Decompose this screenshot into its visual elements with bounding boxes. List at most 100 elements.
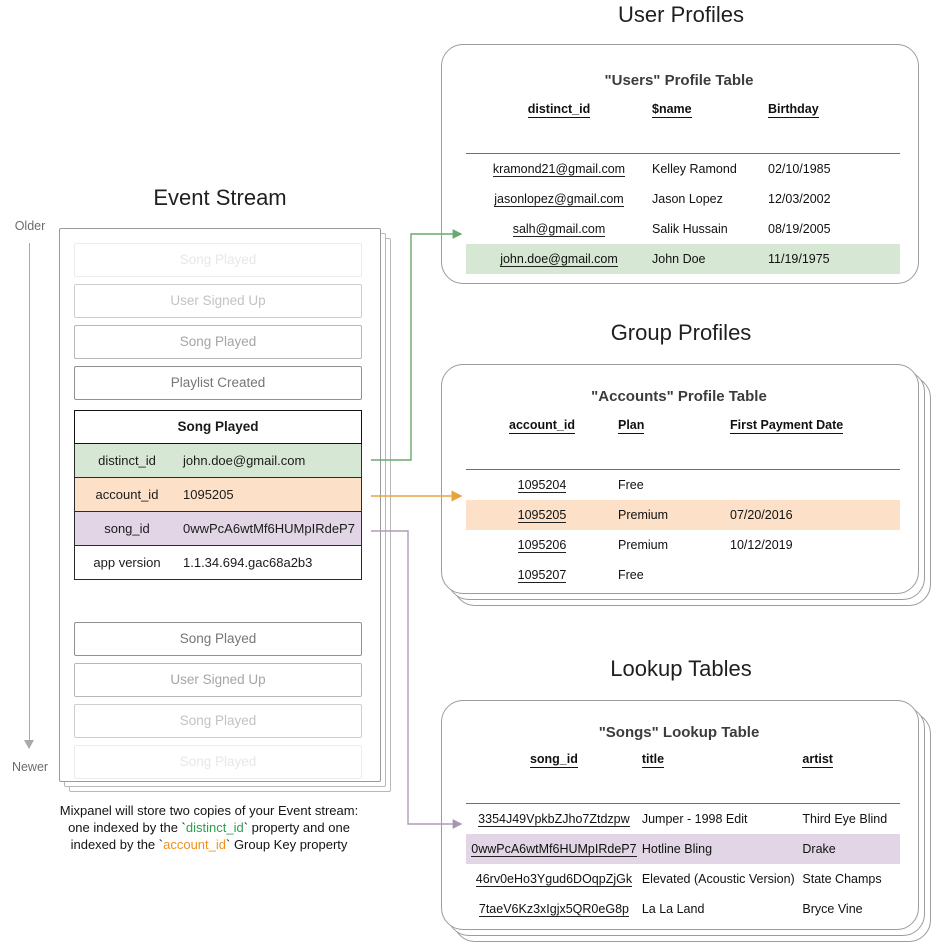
event-row[interactable]: Song Played (74, 704, 362, 738)
event-stream-title: Event Stream (153, 185, 287, 210)
event-row[interactable]: User Signed Up (74, 284, 362, 318)
column-header: song_id (529, 752, 578, 768)
time-axis-arrow-icon (24, 740, 34, 749)
column-header: First Payment Date (730, 418, 844, 434)
table-cell: Jumper - 1998 Edit (641, 812, 748, 826)
table-cell: Kelley Ramond (652, 162, 737, 176)
caption-line-3: indexed by the `account_id` Group Key pr… (24, 836, 394, 853)
table-cell (730, 560, 900, 590)
event-property-value: john.doe@gmail.com (183, 453, 306, 468)
column-header: title (641, 752, 665, 768)
songs-lookup-table: song_id title artist 3354J49VpkbZJho7Ztdzpw… (466, 752, 900, 924)
event-property-value: 1.1.34.694.gac68a2b3 (183, 555, 313, 570)
column-header: Birthday (768, 102, 819, 118)
header-rule (466, 439, 900, 470)
event-row[interactable]: Song Played (74, 243, 362, 277)
event-property-key: distinct_id (98, 453, 156, 468)
table-cell-id: kramond21@gmail.com (492, 162, 626, 177)
caption-distinct-id-key: distinct_id (185, 820, 244, 835)
accounts-table-title: "Accounts" Profile Table (591, 388, 767, 405)
table-cell-id: jasonlopez@gmail.com (494, 192, 624, 207)
table-row[interactable]: 1095207 Free (466, 560, 900, 590)
event-property-key: app version (93, 555, 161, 570)
event-property-row: app version 1.1.34.694.gac68a2b3 (74, 546, 362, 580)
column-header: Plan (618, 418, 645, 434)
axis-label-older: Older (14, 219, 46, 233)
caption-line-1: Mixpanel will store two copies of your E… (59, 803, 359, 818)
accounts-profile-card (441, 364, 919, 594)
column-header: $name (652, 102, 692, 118)
table-cell: Free (618, 568, 644, 582)
table-cell: Free (618, 478, 644, 492)
table-cell-id: 1095204 (517, 478, 567, 493)
lookup-tables-title: Lookup Tables (610, 656, 752, 681)
table-cell: Jason Lopez (652, 192, 723, 206)
column-header: account_id (509, 418, 575, 434)
event-property-value: 0wwPcA6wtMf6HUMpIRdeP7 (183, 521, 355, 536)
event-row[interactable]: User Signed Up (74, 663, 362, 697)
group-profiles-title: Group Profiles (610, 320, 752, 345)
table-row[interactable]: 1095204 Free (466, 470, 900, 501)
table-row[interactable]: 1095206 Premium 10/12/2019 (466, 530, 900, 560)
event-row[interactable]: Playlist Created (74, 366, 362, 400)
caption-line-2: one indexed by the `distinct_id` propert… (24, 819, 394, 836)
table-cell: Salik Hussain (652, 222, 728, 236)
table-row[interactable]: jasonlopez@gmail.com Jason Lopez 12/03/200… (466, 184, 900, 214)
table-cell (730, 470, 900, 501)
table-cell: 08/19/2005 (768, 222, 831, 236)
table-cell: Premium (618, 538, 669, 552)
event-row[interactable]: Song Played (74, 622, 362, 656)
table-cell: 12/03/2002 (768, 192, 831, 206)
table-cell-id: 3354J49VpkbZJho7Ztdzpw (478, 812, 630, 827)
table-row[interactable]: salh@gmail.com Salik Hussain 08/19/2005 (466, 214, 900, 244)
table-cell: 11/19/1975 (768, 244, 900, 274)
event-property-row: distinct_id john.doe@gmail.com (74, 444, 362, 478)
column-header: distinct_id (527, 102, 591, 118)
event-property-row: song_id 0wwPcA6wtMf6HUMpIRdeP7 (74, 512, 362, 546)
table-row[interactable]: 3354J49VpkbZJho7Ztdzpw Jumper - 1998 Edit… (466, 804, 900, 835)
caption-line-3-b: ` Group Key property (226, 837, 348, 852)
table-cell: Elevated (Acoustic Version) (641, 872, 795, 886)
table-row[interactable]: kramond21@gmail.com Kelley Ramond 02/10/19… (466, 154, 900, 185)
table-cell: 10/12/2019 (730, 538, 793, 552)
table-cell: Drake (802, 834, 900, 864)
event-stream-caption: Mixpanel will store two copies of your E… (24, 802, 394, 853)
header-rule (466, 123, 900, 154)
table-cell: Third Eye Blind (802, 812, 888, 826)
time-axis-line (29, 243, 30, 743)
caption-account-id-key: account_id (163, 837, 226, 852)
caption-line-2-b: ` property and one (243, 820, 350, 835)
column-header: artist (802, 752, 833, 768)
event-row[interactable]: Song Played (74, 745, 362, 779)
table-cell: 02/10/1985 (768, 162, 831, 176)
caption-line-2-a: one indexed by the ` (68, 820, 186, 835)
table-cell-id: 1095207 (517, 568, 567, 583)
table-cell-id: john.doe@gmail.com (466, 244, 652, 274)
event-row[interactable]: Song Played (74, 325, 362, 359)
table-cell: Premium (618, 500, 730, 530)
table-cell: Bryce Vine (802, 902, 863, 916)
user-profiles-title: User Profiles (618, 2, 744, 27)
axis-label-newer: Newer (11, 760, 49, 774)
caption-line-3-a: indexed by the ` (70, 837, 164, 852)
table-cell-id: salh@gmail.com (512, 222, 606, 237)
table-cell: John Doe (652, 244, 768, 274)
event-property-value: 1095205 (183, 487, 234, 502)
header-rule (466, 773, 900, 804)
event-property-key: song_id (104, 521, 150, 536)
songs-table-title: "Songs" Lookup Table (598, 724, 760, 741)
table-cell-id: 0wwPcA6wtMf6HUMpIRdeP7 (466, 834, 642, 864)
table-cell-id: 1095206 (517, 538, 567, 553)
